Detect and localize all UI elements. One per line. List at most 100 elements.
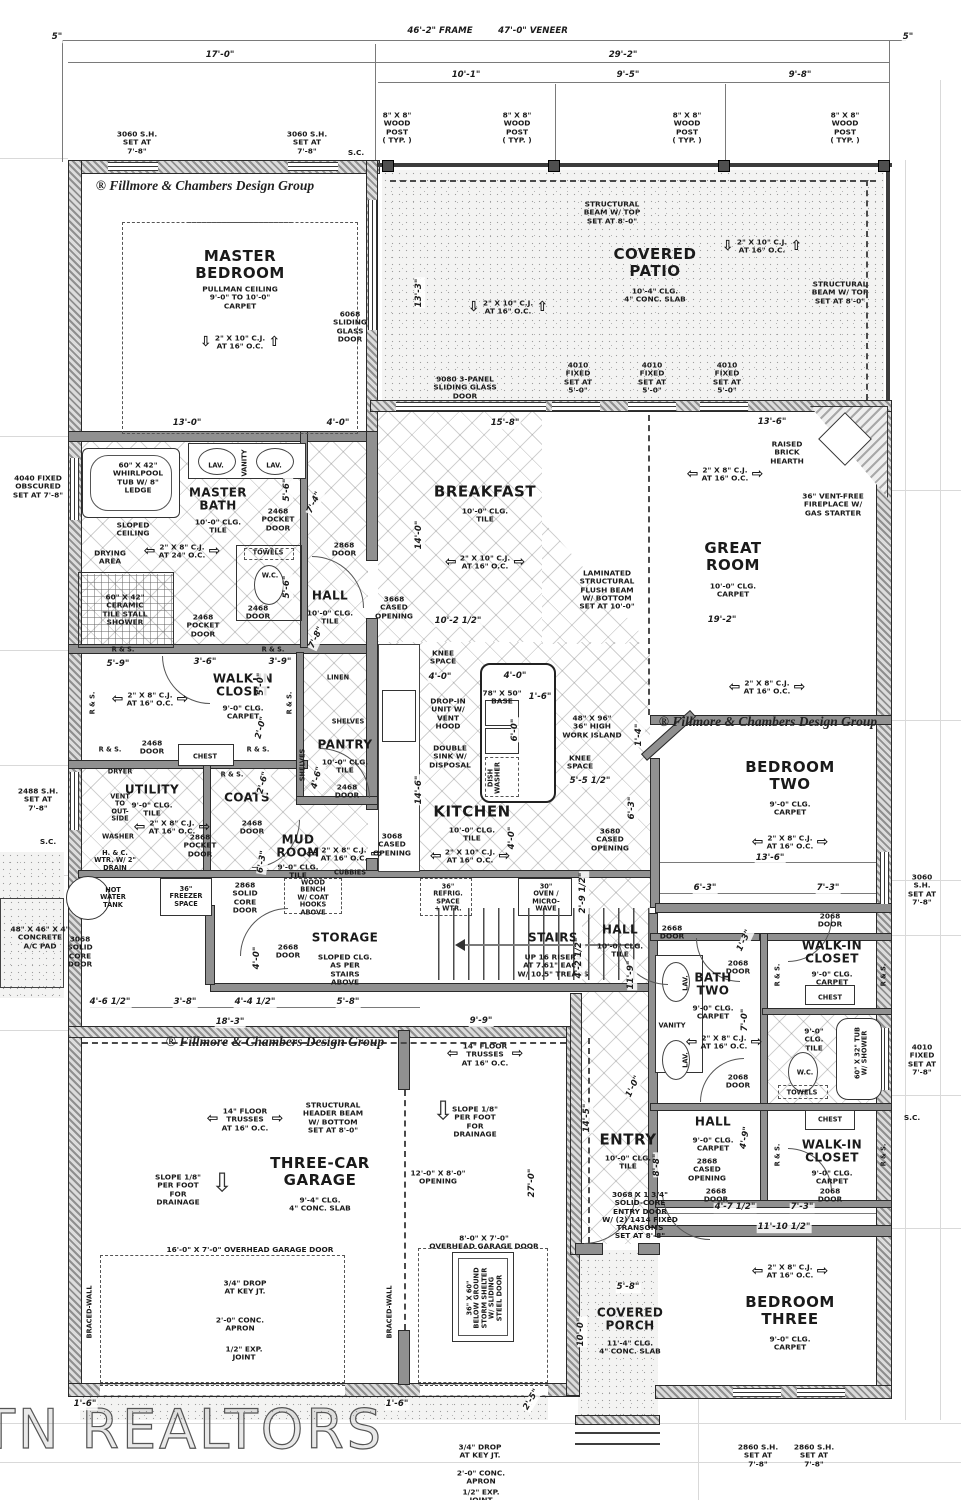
wall — [760, 933, 768, 1205]
wood-post — [382, 160, 394, 172]
plan-label: 29'-2" — [607, 50, 639, 61]
wall — [366, 431, 378, 561]
plan-label: 2068 DOOR — [725, 1072, 751, 1090]
plan-label: 11'-4" CLG. 4" CONC. SLAB — [599, 1338, 661, 1356]
stair-arrow-head — [455, 939, 465, 951]
guide-line — [905, 160, 906, 1420]
plan-label: DRYER — [107, 767, 133, 776]
plan-label: 10'-0" CLG. TILE — [461, 506, 509, 524]
wall — [650, 715, 892, 725]
plan-label: KNEE SPACE — [566, 753, 594, 771]
wall — [205, 905, 215, 985]
plan-label: 2068 DOOR — [817, 1186, 843, 1204]
garage-door-dash — [418, 1248, 548, 1383]
dim-line — [660, 1213, 890, 1214]
plan-label: 7'-3" — [789, 1202, 815, 1213]
plan-label: 8" X 8" WOOD POST ( TYP. ) — [502, 110, 532, 145]
window-4010 — [552, 402, 600, 411]
plan-label: 2" X 8" C.J. AT 16" O.C. — [767, 1263, 814, 1281]
tub-shower — [836, 1018, 882, 1100]
plan-label: 1'-6" — [72, 1399, 98, 1410]
wall — [650, 1103, 892, 1111]
plan-label: STRUCTURAL HEADER BEAM W/ BOTTOM SET AT … — [302, 1100, 364, 1135]
plan-label: 2" X 10" C.J. AT 16" O.C. — [460, 554, 510, 572]
plan-label: VENT TO OUT- SIDE — [110, 792, 130, 823]
guide-line — [0, 650, 68, 651]
plan-label: ⇩ — [211, 1168, 233, 1199]
plan-label: LAV. — [681, 1052, 690, 1068]
stair-arrow-line — [465, 944, 640, 946]
plan-label: 2668 DOOR — [275, 942, 301, 960]
toilet — [254, 565, 284, 605]
plan-label: R & S. — [88, 691, 97, 715]
plan-label: S.C. — [39, 836, 57, 846]
room-label-stairs: STAIRS — [528, 930, 578, 945]
window-3060 — [880, 852, 889, 904]
plan-label: R & S. — [773, 1143, 782, 1167]
plan-label: 10'-0" CLG. TILE — [306, 608, 354, 626]
kitchen-counter — [378, 644, 420, 872]
plan-label: 2" X 8" C.J. AT 16" O.C. — [701, 1034, 748, 1052]
plan-label: 7'-3" — [815, 883, 841, 894]
plan-label: 4'-2 1/2" — [574, 936, 585, 980]
plan-label: HOT WATER TANK — [100, 885, 126, 909]
plan-label: W.C. — [261, 571, 279, 580]
lavatory — [198, 448, 236, 475]
plan-label: 11'-9" — [626, 959, 637, 991]
plan-label: 60" X 42" CERAMIC TILE STALL SHOWER — [102, 592, 148, 627]
plan-label: R & S. — [261, 645, 285, 654]
plan-label: 10'-4" CLG. 4" CONC. SLAB — [624, 286, 686, 304]
plan-label: R & S. — [220, 770, 244, 779]
plan-label: 1/2" EXP. JOINT — [225, 1344, 263, 1362]
wood-post — [718, 160, 730, 172]
plan-label: 2068 DOOR — [817, 911, 843, 929]
plan-label: 2068 DOOR — [725, 958, 751, 976]
towel-shelf — [778, 1085, 828, 1099]
plan-label: TOWELS — [786, 1088, 818, 1097]
plan-label: 6068 SLIDING GLASS DOOR — [333, 309, 367, 344]
plan-label: 9'-8" — [787, 70, 813, 81]
cooktop — [382, 690, 416, 742]
plan-label: 4'-0" — [502, 671, 528, 682]
plan-label: 4'-0" — [252, 945, 263, 971]
window-4010 — [700, 402, 748, 411]
plan-label: 9'-0" CLG. CARPET — [811, 1168, 853, 1186]
plan-label: 2468 POCKET DOOR — [261, 506, 295, 533]
plan-label: R & S. — [879, 1143, 888, 1167]
dim-line — [68, 62, 890, 63]
plan-label: S.C. — [903, 1112, 921, 1122]
plan-label: 13'-0" — [171, 418, 203, 429]
plan-label: ⇩ — [432, 1096, 454, 1127]
plan-label: 10'-0" CLG. TILE — [194, 517, 242, 535]
plan-label: 1'-3" — [734, 927, 755, 955]
plan-label: 2860 S.H. SET AT 7'-8" — [737, 1442, 779, 1469]
plan-label: 9080 3-PANEL SLIDING GLASS DOOR — [433, 374, 497, 401]
plan-label: 19'-2" — [706, 615, 738, 626]
designer-watermark: ® Fillmore & Chambers Design Group — [165, 1034, 385, 1049]
plan-label: 2" X 8" C.J. AT 16" O.C. — [321, 846, 368, 864]
guide-line — [892, 880, 961, 881]
plan-label: 14" FLOOR TRUSSES AT 16" O.C. — [222, 1107, 269, 1133]
patio-beam-line — [390, 180, 876, 182]
plan-label: 60" X 42" WHIRLPOOL TUB W/ 8" LEDGE — [112, 460, 164, 495]
plan-label: 4'-0" — [507, 825, 518, 851]
plan-label: 36" X 60" BELOW GROUND STORM SHELTER W/ … — [465, 1267, 504, 1329]
dim-witness — [889, 40, 890, 162]
lavatory — [662, 962, 690, 1002]
designer-watermark: ® Fillmore & Chambers Design Group — [658, 714, 878, 729]
window-4010 — [628, 402, 676, 411]
plan-label: 3068 SOLID CORE DOOR — [67, 934, 93, 969]
plan-label: 3060 S.H. SET AT 7'-8" — [286, 129, 328, 156]
guide-line — [0, 1462, 961, 1463]
plan-label: 5'-8" — [615, 1282, 641, 1293]
plan-label: 2" X 8" C.J. AT 24" O.C. — [159, 543, 206, 561]
plan-label: SHELVES — [298, 748, 307, 782]
plan-label: 4'-6 1/2" — [88, 997, 132, 1008]
guide-line — [892, 490, 961, 491]
plan-label: SLOPE 1/8" PER FOOT FOR DRAINAGE — [452, 1104, 498, 1139]
chest — [178, 744, 234, 766]
plan-label: 8'-0" X 7'-0" OVERHEAD GARAGE DOOR — [429, 1233, 539, 1251]
guide-line — [0, 1030, 68, 1031]
wall — [398, 1030, 410, 1090]
plan-label: 9'-4" CLG. 4" CONC. SLAB — [289, 1195, 351, 1213]
